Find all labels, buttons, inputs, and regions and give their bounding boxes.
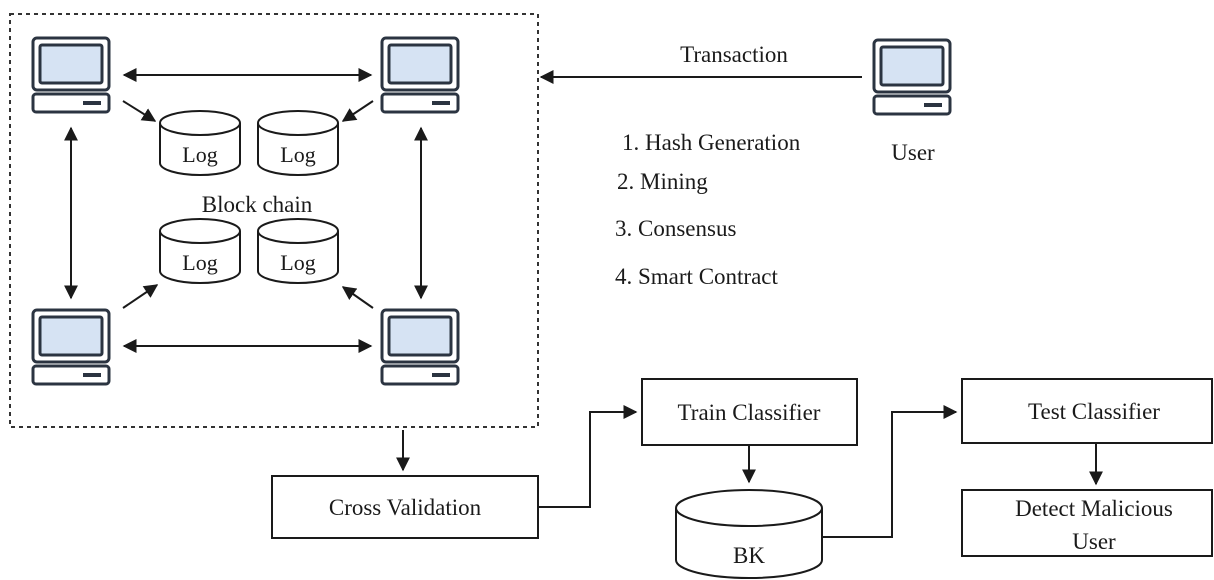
node-computer-top-right-icon — [380, 36, 460, 114]
transaction-label: Transaction — [680, 42, 788, 67]
step-4: 4. Smart Contract — [615, 264, 778, 289]
user-label: User — [891, 140, 935, 165]
log-database-3: Log — [159, 218, 241, 284]
arrow-to-log-1 — [122, 100, 157, 122]
test-classifier-label: Test Classifier — [1028, 399, 1160, 424]
user-computer-icon — [872, 38, 952, 116]
node-computer-top-left-icon — [31, 36, 111, 114]
train-classifier-box — [641, 378, 858, 446]
node-computer-bottom-left-icon — [31, 308, 111, 386]
arrow-to-log-3 — [122, 284, 159, 309]
step-2: 2. Mining — [617, 169, 708, 194]
arrow-to-log-2 — [341, 100, 374, 122]
bk-label: BK — [733, 543, 765, 568]
log-label: Log — [280, 142, 315, 167]
node-computer-bottom-right-icon — [380, 308, 460, 386]
train-classifier-label: Train Classifier — [678, 400, 821, 425]
arrow-to-test-classifier — [822, 405, 958, 538]
log-database-1: Log — [159, 110, 241, 176]
log-label: Log — [182, 142, 217, 167]
step-3: 3. Consensus — [615, 216, 736, 241]
log-label: Log — [182, 250, 217, 275]
detect-malicious-user-box — [961, 489, 1213, 557]
step-1: 1. Hash Generation — [622, 130, 801, 155]
test-classifier-box — [961, 378, 1213, 444]
log-label: Log — [280, 250, 315, 275]
database-icon — [675, 508, 823, 579]
detect-label-line1: Detect Malicious — [1015, 496, 1173, 521]
arrow-to-log-4 — [341, 286, 374, 309]
blockchain-network-boundary — [9, 13, 539, 428]
cross-validation-label: Cross Validation — [329, 495, 482, 520]
detect-label-line2: User — [1072, 529, 1116, 554]
bk-database: BK — [675, 489, 823, 579]
log-database-2: Log — [257, 110, 339, 176]
arrow-to-train-classifier — [538, 405, 638, 508]
log-database-4: Log — [257, 218, 339, 284]
block-chain-label: Block chain — [202, 192, 313, 217]
